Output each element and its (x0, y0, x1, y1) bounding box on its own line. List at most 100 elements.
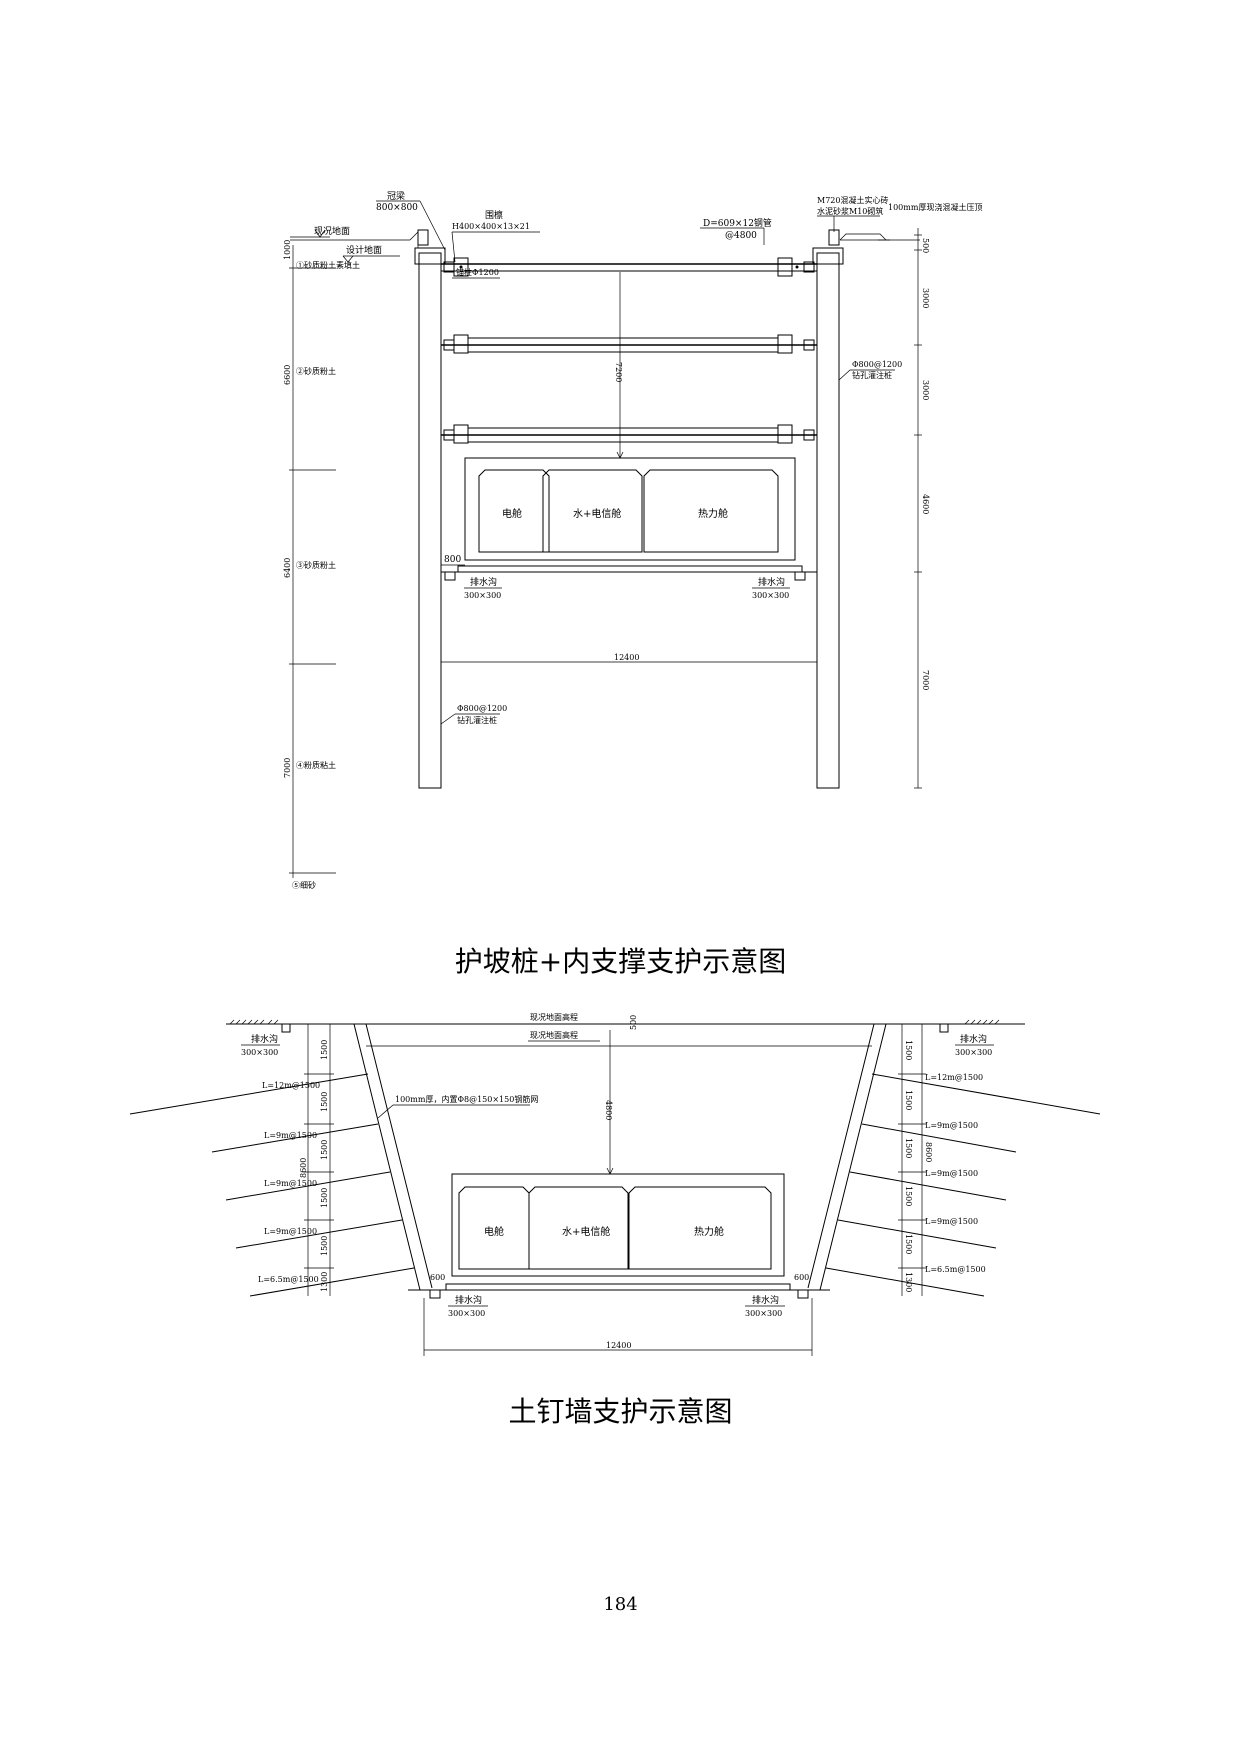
pile-left-type: 钻孔灌注桩 (457, 715, 497, 725)
nail-right-3: L=9m@1500 (925, 1169, 978, 1178)
offset-800: 800 (444, 555, 461, 565)
left-dim-1: 1500 (320, 1040, 329, 1060)
soil-dim-1: 1000 (283, 240, 292, 260)
left-dim-ticks (289, 267, 336, 874)
left-dim-6: 1300 (320, 1272, 329, 1292)
left-dim-5: 1500 (320, 1236, 329, 1256)
top-dim: 500 (629, 1015, 638, 1030)
right-dim-2-4: 1500 (904, 1186, 913, 1206)
ground-hatch-left (229, 1019, 279, 1025)
top-note: 100mm厚现浇混凝土压顶 (888, 202, 982, 212)
nail-right-5: L=6.5m@1500 (925, 1265, 986, 1274)
soil-layer-3: ③砂质粉土 (296, 560, 336, 570)
steel-pipe-spacing: @4800 (725, 231, 757, 241)
drain-left-label-2: 排水沟 (455, 1294, 482, 1306)
nail-right-2: L=9m@1500 (925, 1121, 978, 1130)
soil-layer-5: ⑤细砂 (292, 880, 316, 890)
cell-heat-label-2: 热力舱 (694, 1225, 724, 1238)
drain-top-right-size: 300×300 (955, 1048, 992, 1057)
pile-right (816, 252, 840, 789)
drain-right-size: 300×300 (752, 591, 789, 600)
right-dim-1: 500 (921, 238, 930, 253)
cell-water-telecom-label: 水+电信舱 (573, 507, 621, 520)
cell-heat-2 (628, 1186, 772, 1270)
caption-soil-nail-wall: 土钉墙支护示意图 (508, 1395, 733, 1428)
nail-left-2: L=9m@1500 (264, 1131, 317, 1140)
left-dim-4: 1500 (320, 1188, 329, 1208)
diagram-pile-bracing: 现况地面 设计地面 冠梁 800×800 (283, 190, 982, 890)
cell-power-label-2: 电舱 (484, 1225, 504, 1238)
soil-dim-2: 6600 (283, 365, 292, 385)
left-total-dim: 8600 (299, 1158, 308, 1178)
width-dim-label: 12400 (614, 653, 639, 662)
offset-left: 600 (430, 1273, 445, 1282)
wall-note-line1: M720混凝土实心砖 (817, 195, 888, 205)
nail-left-1: L=12m@1500 (262, 1081, 320, 1090)
parapet-right (828, 229, 840, 246)
diagram-soil-nail-wall: 排水沟 300×300 排水沟 300×300 现况地面高程 现况地面高程 50… (129, 1012, 1101, 1356)
soil-layer-1: ①砂质粉土素填土 (296, 260, 360, 270)
right-dim-2-5: 1500 (904, 1234, 913, 1254)
width-dim-label-2: 12400 (606, 1341, 631, 1350)
right-dim-2: 3000 (921, 288, 930, 308)
design-ground-label: 设计地面 (346, 244, 382, 256)
waling-leader-2 (451, 231, 456, 263)
tunnel-outer (464, 457, 796, 561)
left-dim-2: 1500 (320, 1092, 329, 1112)
drain-top-right-label: 排水沟 (960, 1033, 987, 1045)
drain-top-left-label: 排水沟 (251, 1033, 278, 1045)
right-dim-2-2: 1500 (904, 1090, 913, 1110)
strut-level-3 (441, 424, 817, 444)
cell-heat-label: 热力舱 (698, 507, 728, 520)
drain-right-label: 排水沟 (758, 576, 785, 588)
soil-nails-right (825, 1073, 1101, 1297)
soil-dim-4: 7000 (283, 758, 292, 778)
drain-left-label: 排水沟 (470, 576, 497, 588)
ground-label-1: 现况地面高程 (530, 1012, 578, 1022)
soil-layer-2: ②砂质粉土 (296, 366, 336, 376)
anchor-pile-label: 锚柱Φ1200 (456, 267, 499, 277)
pile-left-leader-2 (440, 713, 456, 725)
pile-left-spec: Φ800@1200 (457, 704, 507, 713)
depth-dim-label: 7200 (614, 362, 623, 382)
caption-pile-bracing: 护坡桩+内支撑支护示意图 (454, 945, 787, 978)
cell-water-telecom (542, 469, 643, 553)
shotcrete-leader-2 (377, 1104, 394, 1119)
nail-left-4: L=9m@1500 (264, 1227, 317, 1236)
drain-right-label-2: 排水沟 (752, 1294, 779, 1306)
existing-ground-right (839, 233, 920, 241)
pile-right-type: 钻孔灌注桩 (852, 370, 892, 380)
slope-left (353, 1023, 433, 1291)
offset-right: 600 (794, 1273, 809, 1282)
page-number: 184 (603, 1594, 638, 1615)
right-dim-2-3: 1500 (904, 1138, 913, 1158)
drain-top-left-size: 300×300 (241, 1048, 278, 1057)
drainage-ditches (444, 572, 806, 581)
base-slab (457, 565, 803, 573)
cell-water-telecom-label-2: 水+电信舱 (562, 1225, 610, 1238)
steel-pipe-label: D=609×12钢管 (703, 217, 772, 229)
base-slab-2 (445, 1283, 791, 1291)
nail-right-4: L=9m@1500 (925, 1217, 978, 1226)
depth-dim-label-2: 4800 (604, 1100, 613, 1120)
right-dim-5: 7000 (921, 670, 930, 690)
pile-right-spec: Φ800@1200 (852, 360, 902, 369)
nail-left-5: L=6.5m@1500 (258, 1275, 319, 1284)
parapet-left (417, 229, 429, 246)
waling-size: H400×400×13×21 (452, 222, 530, 231)
cell-water-telecom-2 (528, 1186, 629, 1270)
drainage-ditches-2 (429, 1290, 809, 1299)
drain-left-size: 300×300 (464, 591, 501, 600)
nail-right-1: L=12m@1500 (925, 1073, 983, 1082)
cell-heat (643, 469, 779, 553)
drain-left-size-2: 300×300 (448, 1309, 485, 1318)
right-dim-ticks (914, 234, 922, 789)
top-drains (281, 1024, 949, 1033)
right-dim-ticks-2 (898, 1073, 926, 1269)
pile-right-leader-2 (838, 369, 851, 381)
strut-level-1 (441, 257, 817, 277)
right-dim-2-1: 1500 (904, 1040, 913, 1060)
ground-label-2: 现况地面高程 (530, 1030, 578, 1040)
left-dim-3: 1500 (320, 1140, 329, 1160)
